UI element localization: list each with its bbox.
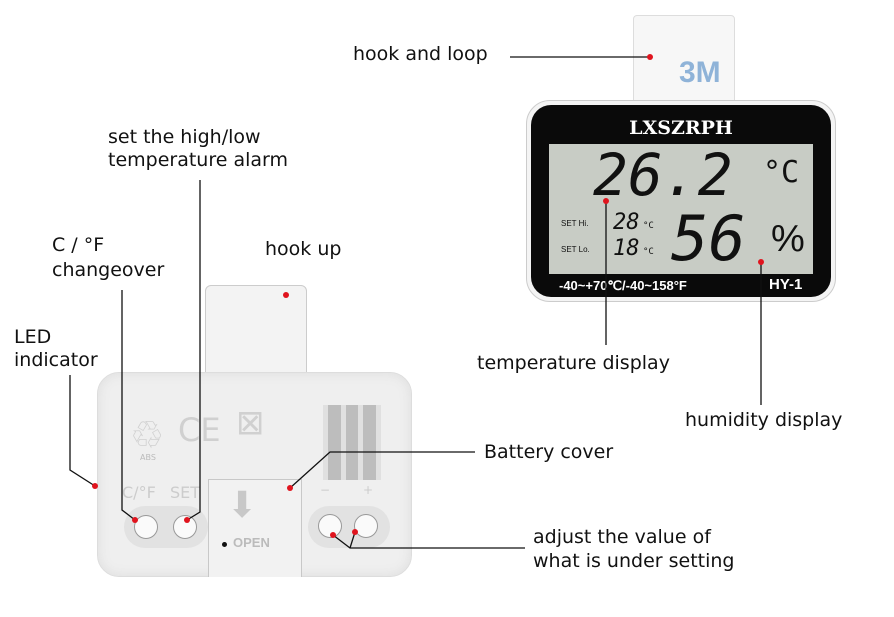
battery-cover[interactable]: ⬇ OPEN: [208, 479, 302, 577]
label-battery-cover: Battery cover: [484, 441, 614, 463]
range-text: -40~+70℃/-40~158°F: [559, 278, 687, 293]
humidity-reading: 56: [671, 202, 746, 275]
label-alarm-2: temperature alarm: [108, 149, 289, 171]
label-hook-and-loop: hook and loop: [353, 43, 488, 65]
hook-clip: [205, 285, 307, 382]
set-lo-value: 18: [613, 236, 640, 261]
tape-logo: 3M: [679, 56, 721, 89]
set-lo-unit: °C: [643, 247, 654, 257]
label-led-1: LED: [14, 326, 52, 348]
label-adjust-1: adjust the value of: [533, 526, 711, 548]
brand-logo: LXSZRPH: [629, 117, 733, 139]
abs-label: ABS: [140, 453, 156, 462]
set-hi-label: SET Hi.: [561, 219, 589, 228]
set-lo-label: SET Lo.: [561, 245, 590, 254]
pointer-dot: [603, 198, 609, 204]
pointer-dot: [352, 529, 358, 535]
label-changeover-1: C / °F: [52, 234, 105, 256]
plus-button[interactable]: [354, 514, 378, 538]
vent-slots: [323, 405, 381, 480]
lcd-screen: 26.2 °C SET Hi. 28 °C SET Lo. 18 °C 56 %: [549, 144, 813, 274]
label-hook-up: hook up: [265, 238, 342, 260]
plus-label: +: [363, 483, 374, 497]
pointer-dot: [330, 532, 336, 538]
pointer-dot: [184, 517, 190, 523]
pointer-dot: [92, 483, 98, 489]
recycle-icon: ♲: [130, 413, 165, 457]
open-label: OPEN: [233, 535, 270, 550]
temperature-unit: °C: [763, 155, 800, 190]
leader-led: [69, 375, 96, 487]
set-label: SET: [170, 483, 201, 502]
pointer-dot: [287, 485, 293, 491]
minus-button[interactable]: [318, 514, 342, 538]
bezel: LXSZRPH 26.2 °C SET Hi. 28 °C SET Lo. 18…: [531, 105, 831, 297]
cf-button[interactable]: [134, 515, 158, 539]
ce-mark: CE: [178, 411, 221, 449]
thermometer-front: LXSZRPH 26.2 °C SET Hi. 28 °C SET Lo. 18…: [526, 100, 836, 302]
thermometer-back: ♲ ABS CE ⊠ C/°F SET − + ⬇ OPEN: [97, 372, 412, 577]
leader-alarm: [186, 180, 201, 521]
leader-battery: [289, 451, 475, 489]
pointer-dot: [758, 259, 764, 265]
label-led-2: indicator: [14, 349, 98, 371]
label-temperature-display: temperature display: [477, 352, 670, 374]
label-alarm-1: set the high/low: [108, 126, 261, 148]
label-humidity-display: humidity display: [685, 409, 843, 431]
model-text: HY-1: [769, 276, 803, 293]
temperature-reading: 26.2: [593, 141, 733, 209]
humidity-unit: %: [771, 218, 805, 260]
minus-label: −: [320, 483, 331, 497]
set-hi-unit: °C: [643, 221, 654, 231]
arrow-down-icon: ⬇: [227, 485, 258, 526]
set-hi-value: 28: [613, 210, 640, 235]
label-adjust-2: what is under setting: [533, 550, 735, 572]
cf-label: C/°F: [122, 483, 156, 502]
pointer-dot: [283, 292, 289, 298]
weee-bin-icon: ⊠: [236, 403, 265, 443]
pointer-dot: [647, 54, 653, 60]
leader-changeover: [121, 290, 136, 521]
label-changeover-2: changeover: [52, 259, 165, 281]
leader-adjust: [332, 534, 525, 549]
open-dot: [222, 542, 227, 547]
pointer-dot: [132, 517, 138, 523]
